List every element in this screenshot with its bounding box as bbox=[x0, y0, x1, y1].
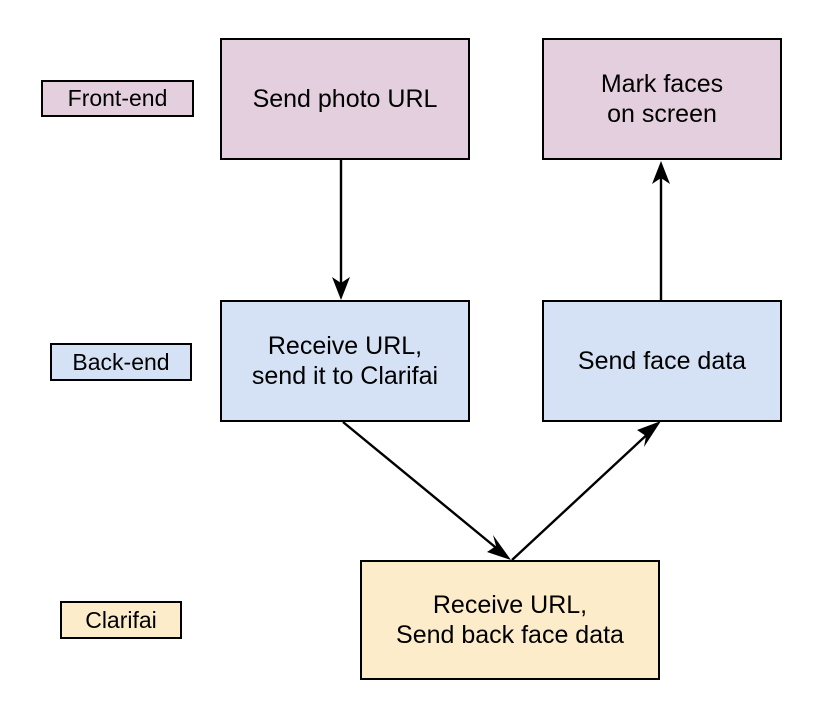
edge-backend-to-clarifai bbox=[342, 421, 511, 560]
node-send-photo-url: Send photo URL bbox=[220, 38, 470, 160]
node-receive-url-send-to-clarifai: Receive URL, send it to Clarifai bbox=[220, 300, 470, 422]
lane-label-backend: Back-end bbox=[50, 343, 192, 381]
edge-send-photo-url-to-backend bbox=[332, 160, 350, 300]
edge-send-face-data-to-mark-faces bbox=[652, 161, 670, 300]
edge-clarifai-to-send-face-data bbox=[511, 421, 661, 561]
node-mark-faces-on-screen: Mark faces on screen bbox=[542, 38, 782, 160]
lane-label-clarifai: Clarifai bbox=[60, 601, 182, 639]
node-receive-url-send-back-face-data: Receive URL, Send back face data bbox=[360, 560, 660, 680]
node-send-face-data: Send face data bbox=[542, 300, 782, 422]
lane-label-frontend: Front-end bbox=[41, 80, 194, 117]
